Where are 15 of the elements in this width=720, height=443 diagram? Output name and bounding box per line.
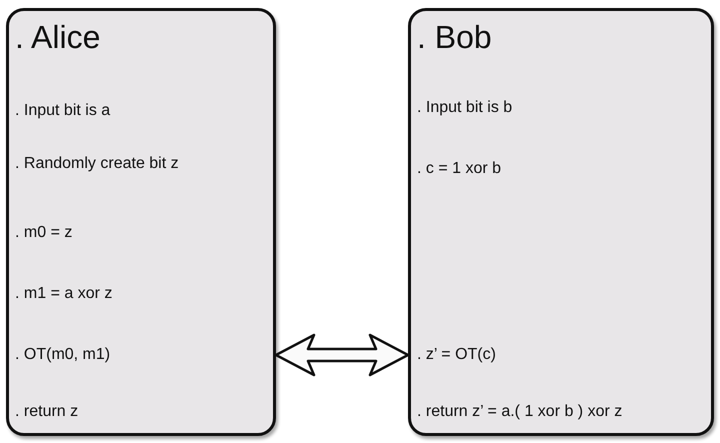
step-text: . c = 1 xor b xyxy=(417,159,502,179)
party-box xyxy=(408,8,714,436)
double-arrow xyxy=(274,334,410,376)
step-text: . Input bit is b xyxy=(417,98,512,118)
step-text: . Input bit is a xyxy=(15,101,110,121)
step-text: . return z’ = a.( 1 xor b ) xor z xyxy=(417,402,622,422)
step-text: . z’ = OT(c) xyxy=(417,345,496,365)
step-text: . m1 = a xor z xyxy=(15,284,112,304)
step-text: . return z xyxy=(15,402,78,422)
party-heading: . Bob xyxy=(417,19,492,55)
step-text: . OT(m0, m1) xyxy=(15,345,110,365)
party-heading: . Alice xyxy=(15,19,100,55)
step-text: . Randomly create bit z xyxy=(15,154,179,174)
step-text: . m0 = z xyxy=(15,223,72,243)
party-box xyxy=(6,8,276,436)
